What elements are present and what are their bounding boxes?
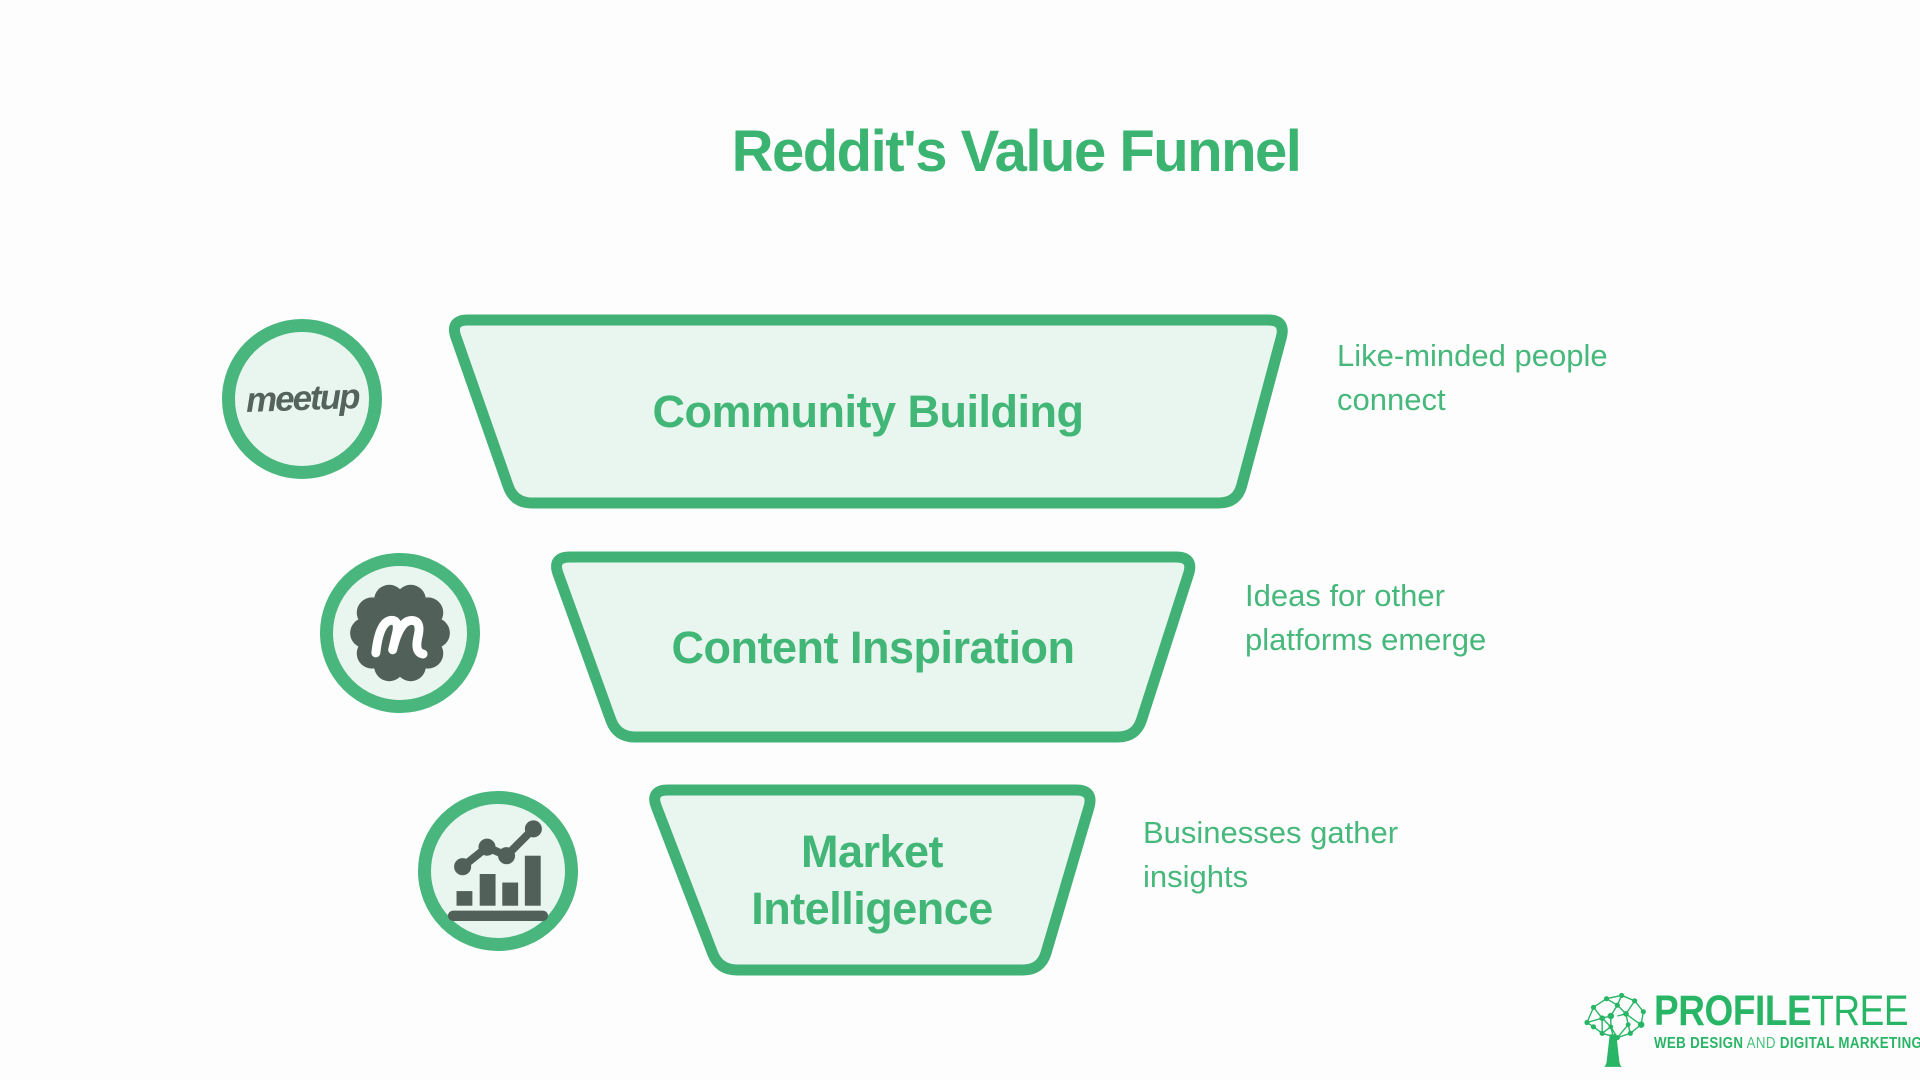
funnel-stage-3-label: Market Intelligence <box>640 780 1104 980</box>
funnel-stage-1-shape <box>448 314 1288 509</box>
stage-3-note-line2: insights <box>1143 859 1249 894</box>
stage-3-note-line1: Businesses gather <box>1143 815 1399 850</box>
stage-2-note-line1: Ideas for other <box>1245 578 1445 613</box>
meetup-m-cloud-icon <box>320 553 480 713</box>
bar-chart-glyph <box>447 820 549 921</box>
page-title: Reddit's Value Funnel <box>731 119 1302 184</box>
funnel-stage-1-label: Community Building <box>440 310 1296 513</box>
profiletree-wordmark: PROFILETREE WEB DESIGN AND DIGITAL MARKE… <box>1654 988 1920 1053</box>
funnel-stage-2-label-line1: Content Inspiration <box>671 621 1075 673</box>
funnel-stage-2-label: Content Inspiration <box>542 547 1204 747</box>
stage-1-note-line2: connect <box>1337 382 1446 417</box>
funnel-stage-2-shape <box>551 551 1196 743</box>
brand-bold-part: PROFILE <box>1654 987 1812 1035</box>
funnel-stage-3-shape <box>649 784 1096 976</box>
meetup-wordmark-icon: meetup <box>222 319 382 479</box>
profiletree-tree-icon <box>1584 992 1646 1067</box>
tagline-bold-1: WEB DESIGN <box>1654 1035 1744 1052</box>
funnel-stage-1-label-line1: Community Building <box>652 386 1084 437</box>
funnel-stage-3-label-line1: Market <box>800 826 944 877</box>
profiletree-tagline: WEB DESIGN AND DIGITAL MARKETING <box>1654 1035 1920 1053</box>
stage-2-note-line2: platforms emerge <box>1245 622 1487 657</box>
brand-light-part: TREE <box>1811 987 1909 1035</box>
stage-3-side-note: Businesses gather insights <box>1143 811 1398 899</box>
stage-1-note-line1: Like-minded people <box>1337 338 1608 373</box>
meetup-m-cloud-glyph <box>350 584 450 682</box>
tagline-bold-2: DIGITAL MARKETING <box>1779 1035 1920 1052</box>
meetup-wordmark-text: meetup <box>245 377 359 420</box>
bar-chart-icon <box>418 791 578 951</box>
stage-1-side-note: Like-minded people connect <box>1337 334 1608 422</box>
profiletree-brand-name: PROFILETREE <box>1654 988 1920 1034</box>
tagline-light: AND <box>1743 1035 1780 1052</box>
funnel-stage-3-label-line2: Intelligence <box>751 883 993 934</box>
profiletree-logo: PROFILETREE WEB DESIGN AND DIGITAL MARKE… <box>1578 988 1920 1072</box>
stage-2-side-note: Ideas for other platforms emerge <box>1245 574 1486 662</box>
